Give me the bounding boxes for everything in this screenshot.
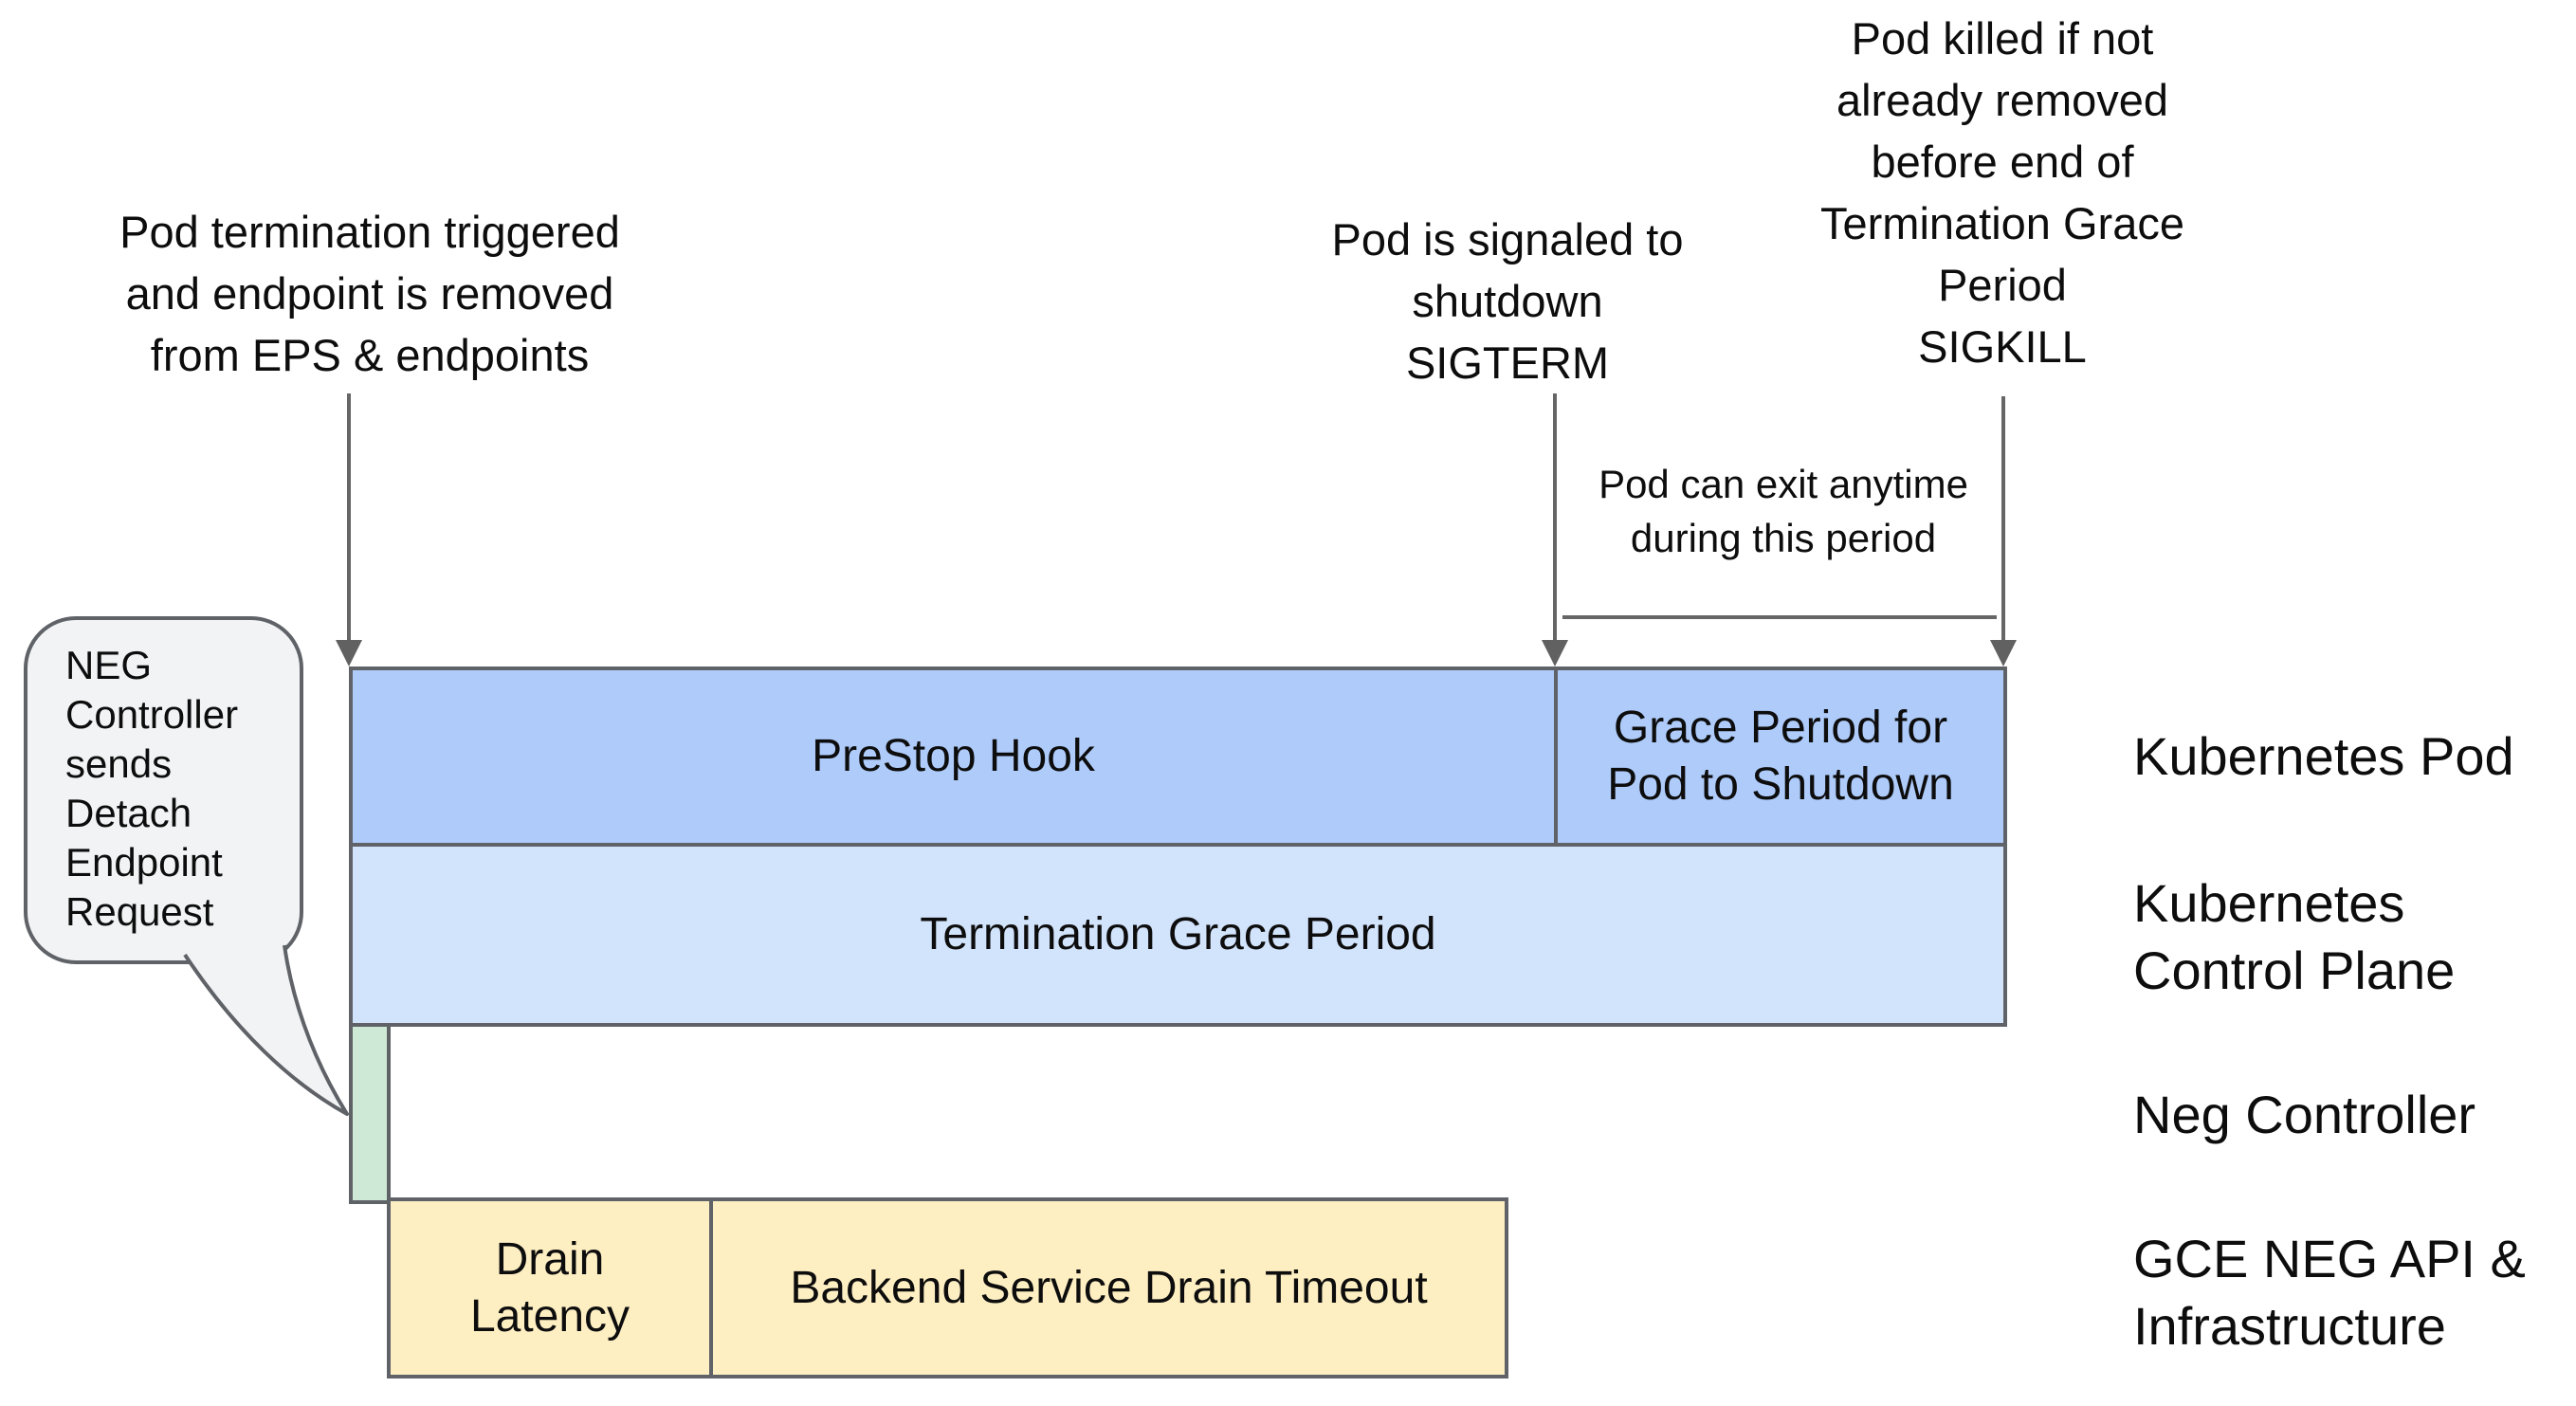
exit-period-bracket-line bbox=[1562, 615, 1997, 619]
prestop-hook-label: PreStop Hook bbox=[812, 731, 1095, 781]
pod-termination-arrow-line bbox=[347, 393, 351, 642]
lane-label-kubernetes-control-plane: Kubernetes Control Plane bbox=[2133, 873, 2456, 1000]
drain-latency-label: Drain Latency bbox=[469, 1233, 630, 1342]
lane-label-kubernetes-pod: Kubernetes Pod bbox=[2133, 726, 2514, 786]
grace-period-label: Grace Period for Pod to Shutdown bbox=[1607, 703, 1954, 810]
grace-period-bar: Grace Period for Pod to Shutdown bbox=[1554, 666, 2007, 847]
lane-label-gce-neg-api: GCE NEG API & Infrastructure bbox=[2133, 1229, 2526, 1356]
prestop-hook-bar: PreStop Hook bbox=[349, 666, 1558, 847]
lane-label-neg-controller: Neg Controller bbox=[2133, 1085, 2476, 1144]
annotation-pod-termination: Pod termination triggered and endpoint i… bbox=[119, 207, 620, 380]
backend-drain-timeout-bar: Backend Service Drain Timeout bbox=[709, 1197, 1508, 1379]
speech-bubble-text: NEG Controller sends Detach Endpoint Req… bbox=[65, 643, 239, 934]
sigkill-down-arrow-icon bbox=[1990, 640, 2017, 666]
neg-controller-detach-bar bbox=[349, 1023, 391, 1204]
backend-drain-timeout-label: Backend Service Drain Timeout bbox=[790, 1262, 1428, 1313]
annotation-pod-can-exit: Pod can exit anytime during this period bbox=[1599, 462, 1968, 560]
speech-bubble-tail-icon bbox=[183, 944, 349, 1116]
termination-grace-period-label: Termination Grace Period bbox=[920, 909, 1436, 959]
sigterm-down-arrow-icon bbox=[1542, 640, 1568, 666]
speech-bubble: NEG Controller sends Detach Endpoint Req… bbox=[24, 616, 303, 964]
sigterm-arrow-line bbox=[1553, 393, 1557, 642]
pod-termination-down-arrow-icon bbox=[336, 640, 362, 666]
drain-latency-bar: Drain Latency bbox=[387, 1197, 713, 1379]
annotation-sigterm: Pod is signaled to shutdown SIGTERM bbox=[1331, 214, 1684, 388]
termination-grace-period-bar: Termination Grace Period bbox=[349, 843, 2007, 1027]
sigkill-arrow-line bbox=[2001, 396, 2005, 642]
annotation-sigkill: Pod killed if not already removed before… bbox=[1820, 13, 2184, 372]
